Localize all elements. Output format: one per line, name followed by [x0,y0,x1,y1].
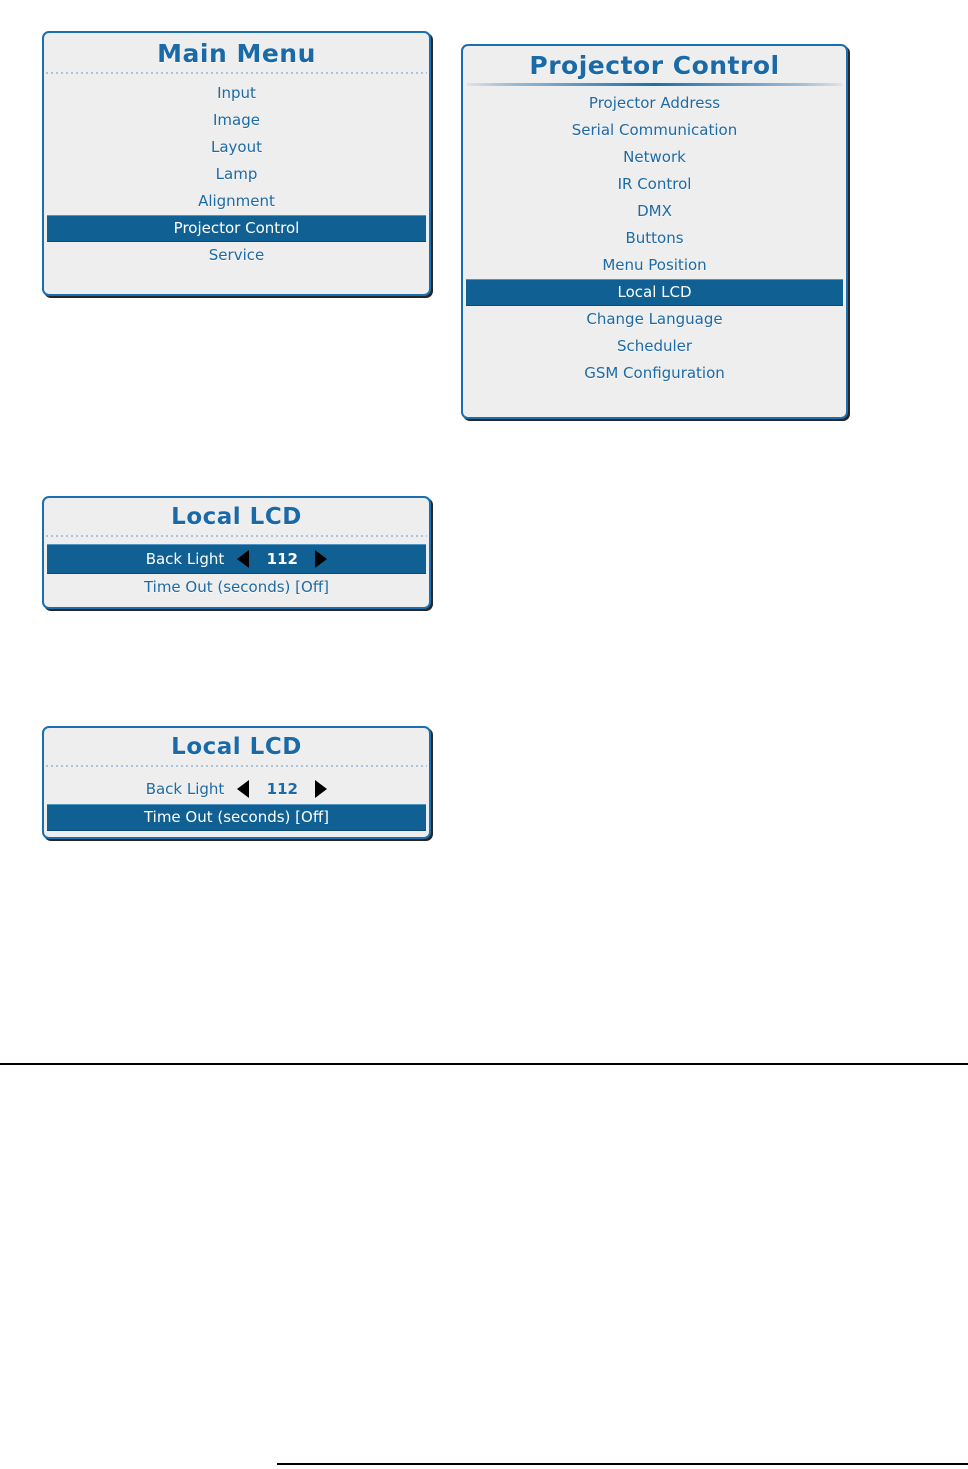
back-light-value: 112 [266,779,298,798]
menu-item-scheduler[interactable]: Scheduler [616,337,693,355]
right-arrow-icon[interactable] [315,550,328,568]
menu-item-menu-position[interactable]: Menu Position [602,256,707,274]
local-lcd-title: Local LCD [171,734,302,760]
local-lcd-item-list: Back Light 112 Time Out (seconds) [Off] [44,774,429,831]
setting-row-time-out[interactable]: Time Out (seconds) [Off] [143,578,330,596]
back-light-label: Back Light [145,779,225,798]
menu-item-dmx[interactable]: DMX [637,202,672,220]
menu-item-input[interactable]: Input [217,84,256,102]
setting-row-back-light[interactable]: Back Light 112 [47,774,426,804]
main-menu-title: Main Menu [157,39,316,68]
menu-item-projector-address[interactable]: Projector Address [588,94,721,112]
right-arrow-icon[interactable] [315,780,328,798]
title-separator [46,765,427,767]
projector-control-panel: Projector Control Projector Address Seri… [461,44,848,419]
menu-item-change-language[interactable]: Change Language [586,310,723,328]
menu-item-service[interactable]: Service [208,246,265,264]
setting-row-back-light[interactable]: Back Light 112 [47,544,426,574]
left-arrow-icon[interactable] [237,550,250,568]
setting-row-time-out[interactable]: Time Out (seconds) [Off] [47,804,426,831]
menu-item-layout[interactable]: Layout [211,138,262,156]
main-menu-panel: Main Menu Input Image Layout Lamp Alignm… [42,31,431,296]
menu-item-network[interactable]: Network [623,148,686,166]
menu-item-lamp[interactable]: Lamp [215,165,258,183]
menu-item-gsm-configuration[interactable]: GSM Configuration [584,364,725,382]
local-lcd-panel-backlight-selected: Local LCD Back Light 112 Time Out (secon… [42,496,431,609]
menu-item-alignment[interactable]: Alignment [198,192,275,210]
left-arrow-icon[interactable] [237,780,250,798]
page-divider-bottom [277,1463,968,1465]
menu-item-serial-communication[interactable]: Serial Communication [571,121,738,139]
local-lcd-item-list: Back Light 112 Time Out (seconds) [Off] [44,544,429,601]
title-separator [46,535,427,537]
page-divider-top [0,1063,968,1065]
back-light-label: Back Light [145,549,225,568]
local-lcd-panel-timeout-selected: Local LCD Back Light 112 Time Out (secon… [42,726,431,839]
main-menu-item-list: Input Image Layout Lamp Alignment Projec… [44,80,429,269]
title-separator [46,72,427,74]
local-lcd-title: Local LCD [171,504,302,530]
menu-item-buttons[interactable]: Buttons [625,229,684,247]
projector-control-title: Projector Control [529,51,780,80]
projector-control-item-list: Projector Address Serial Communication N… [463,90,846,387]
back-light-value: 112 [266,549,298,568]
menu-item-ir-control[interactable]: IR Control [617,175,692,193]
title-separator [467,83,842,86]
menu-item-projector-control[interactable]: Projector Control [47,215,426,242]
menu-item-image[interactable]: Image [213,111,260,129]
menu-item-local-lcd[interactable]: Local LCD [466,279,843,306]
